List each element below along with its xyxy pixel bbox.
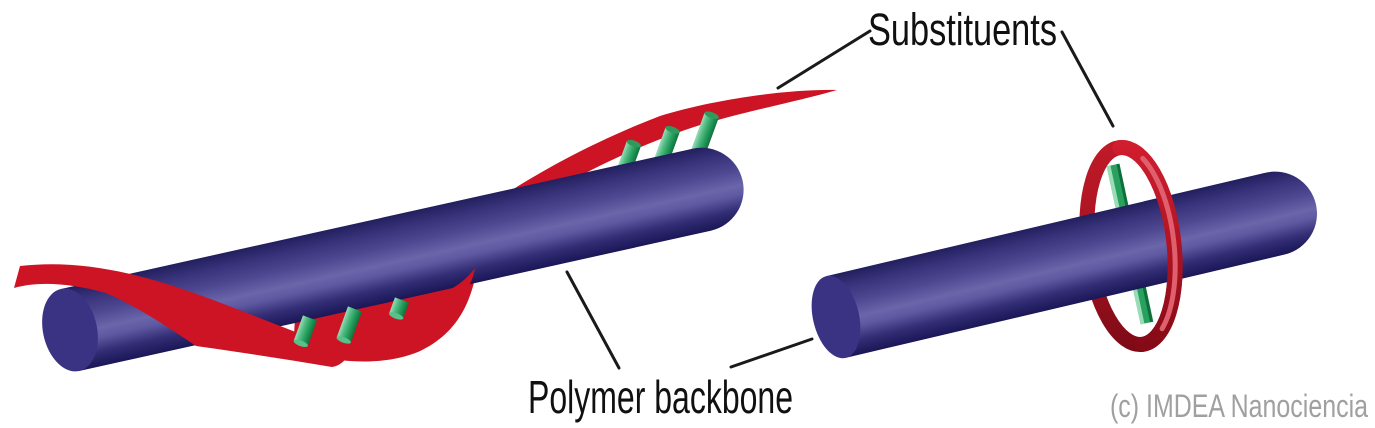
substituents-label: Substituents (868, 4, 1057, 55)
ribbon-substituent-front (14, 264, 352, 367)
peg-end-face (293, 339, 308, 348)
bottom-linker-peg-2 (336, 306, 363, 344)
peg-end-face (336, 336, 351, 344)
right-polymer-group (811, 140, 1317, 359)
peg-top-face (704, 111, 719, 120)
ribbon-substituent-back (512, 89, 837, 211)
leader-lines (565, 29, 1115, 370)
cylinder-end-cap (811, 275, 861, 359)
cylinder-body (826, 171, 1317, 358)
cylinder-end-cap (42, 288, 98, 372)
credit-text: (c) IMDEA Nanociencia (1110, 388, 1368, 424)
polymer-backbone-cylinder-right (811, 171, 1317, 359)
leader-line-substituents-right (1060, 30, 1115, 128)
polymer-backbone-label: Polymer backbone (528, 371, 793, 423)
ribbon-substituent-twist (430, 268, 475, 304)
macrocycle-ring-highlight (1140, 155, 1178, 332)
peg-end-face (389, 312, 404, 320)
bottom-linker-peg-3 (389, 297, 410, 320)
bottom-linker-peg-1 (293, 315, 318, 348)
leader-line-substituents-left (776, 29, 872, 90)
peg-top-face (626, 139, 642, 148)
peg-top-face (665, 126, 680, 134)
leader-line-backbone-right (729, 337, 814, 369)
left-polymer-group (14, 89, 837, 372)
leader-line-backbone-left (565, 270, 621, 370)
